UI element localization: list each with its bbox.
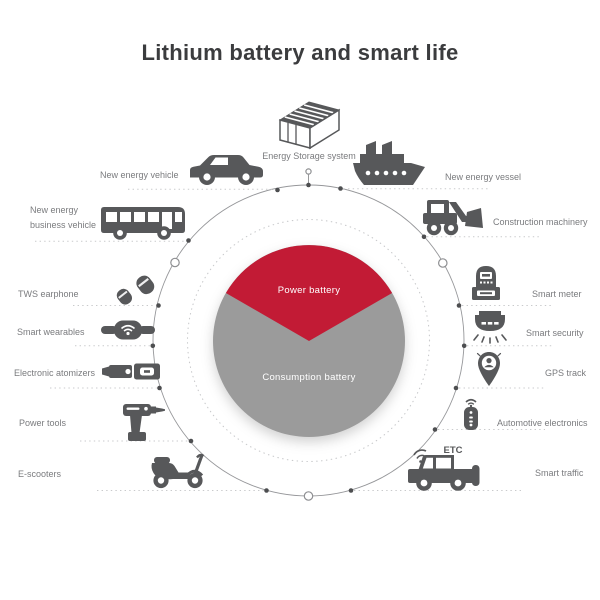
label-smart-wearables: Smart wearables xyxy=(17,327,85,337)
label-new-energy-business-vehicle: New energy business vehicle xyxy=(30,205,97,230)
label-gps-track: GPS track xyxy=(545,368,587,378)
atomizer-icon xyxy=(102,363,160,380)
label-smart-meter: Smart meter xyxy=(532,289,582,299)
label-new-energy-vessel: New energy vessel xyxy=(445,172,522,182)
etc-car-icon: ETC xyxy=(408,445,480,491)
label-power-tools: Power tools xyxy=(19,418,67,428)
label-construction-machinery: Construction machinery xyxy=(493,217,588,227)
dome-camera-icon xyxy=(473,311,507,344)
etc-badge: ETC xyxy=(444,445,463,456)
bus-icon xyxy=(101,207,185,240)
ring-node-dots xyxy=(150,182,467,493)
consumption-battery-label: Consumption battery xyxy=(262,372,356,383)
battery-pie xyxy=(213,245,405,437)
label-energy-storage-system: Energy Storage system xyxy=(262,151,356,161)
energy-storage-container-icon xyxy=(278,101,341,150)
meter-icon xyxy=(472,266,500,300)
label-tws-earphone: TWS earphone xyxy=(18,289,79,299)
label-automotive-electronics: Automotive electronics xyxy=(497,418,588,428)
label-e-scooters: E-scooters xyxy=(18,469,62,479)
energy-storage-pin-icon xyxy=(305,168,312,175)
ring-open-dots xyxy=(170,257,448,501)
ship-icon xyxy=(353,141,425,185)
label-smart-traffic: Smart traffic xyxy=(535,468,584,478)
label-electronic-atomizers: Electronic atomizers xyxy=(14,368,96,378)
key-fob-icon xyxy=(464,398,478,430)
scooter-icon xyxy=(151,453,205,489)
gps-pin-icon xyxy=(476,352,502,386)
loader-icon xyxy=(423,200,483,236)
inner-dotted-ring xyxy=(186,218,431,463)
earbuds-icon xyxy=(116,275,155,305)
drill-icon xyxy=(123,404,165,441)
page-title: Lithium battery and smart life xyxy=(141,40,459,65)
power-battery-slice xyxy=(225,245,393,341)
label-new-energy-vehicle: New energy vehicle xyxy=(100,170,179,180)
label-smart-security: Smart security xyxy=(526,328,584,338)
power-battery-label: Power battery xyxy=(277,285,341,296)
car-icon xyxy=(190,155,263,185)
wristband-icon xyxy=(101,320,155,340)
